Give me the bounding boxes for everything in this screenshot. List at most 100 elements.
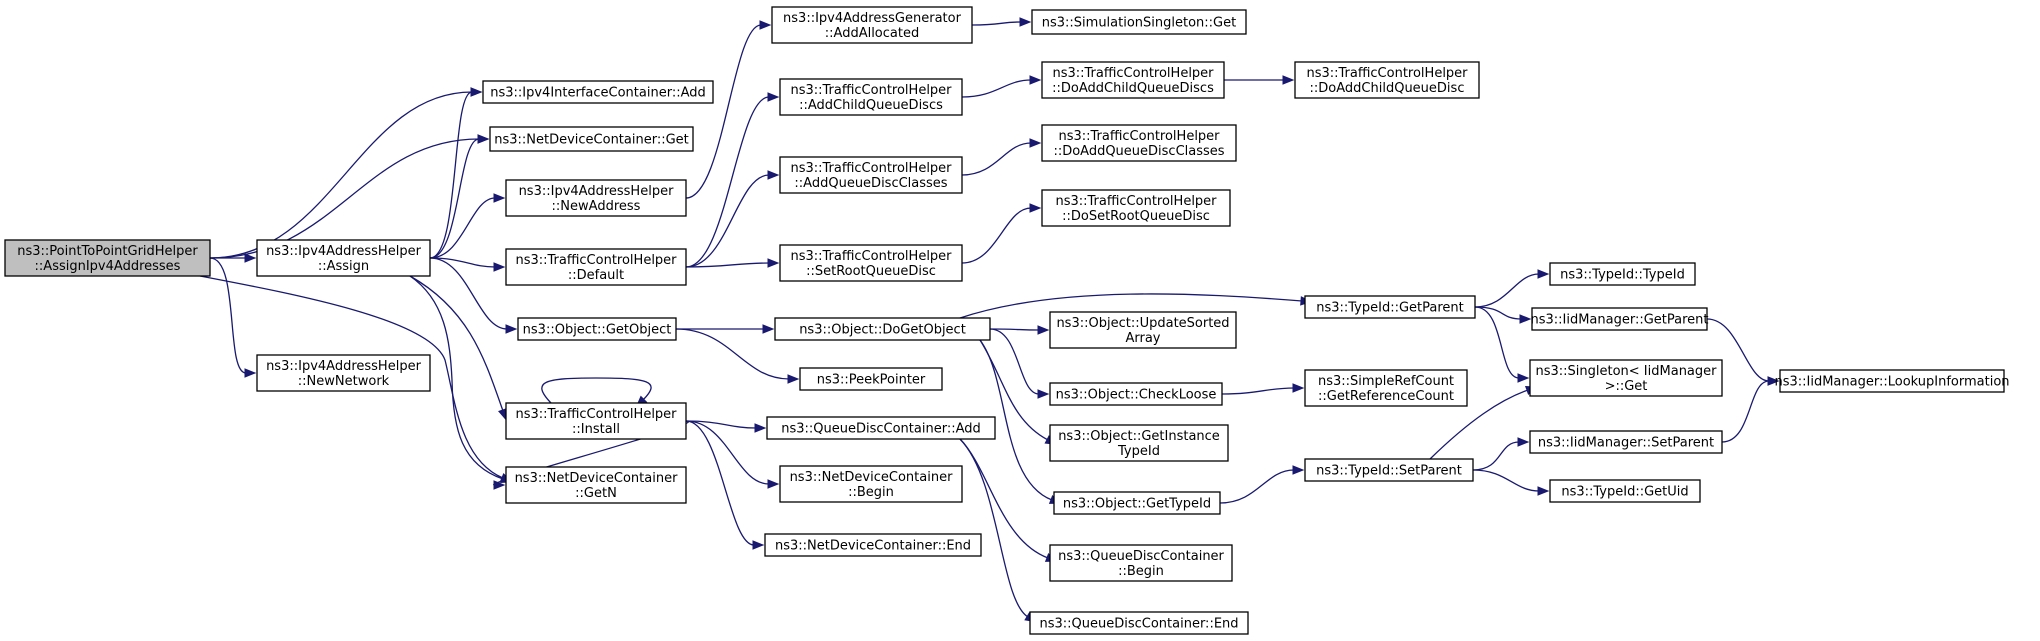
- node-qdc-add[interactable]: ns3::QueueDiscContainer::Add: [766, 416, 996, 440]
- node-label: ns3::TrafficControlHelper: [790, 249, 952, 264]
- node-label: TypeId: [1117, 444, 1160, 459]
- node-box: [517, 317, 677, 341]
- edge-root-to-ah-assign: [209, 253, 257, 263]
- edge-tch-install-to-qdc-add: [685, 420, 767, 433]
- edge-tch-setroot-to-tch-dosetroot: [961, 203, 1042, 264]
- node-label: ns3::PeekPointer: [817, 373, 926, 388]
- node-label: ns3::IidManager::LookupInformation: [1774, 375, 2009, 390]
- node-label: ns3::QueueDiscContainer::Add: [781, 422, 981, 437]
- node-label: ns3::Ipv4AddressGenerator: [783, 11, 962, 26]
- node-ndc-end[interactable]: ns3::NetDeviceContainer::End: [764, 533, 982, 557]
- node-qdc-begin[interactable]: ns3::QueueDiscContainer::Begin: [1049, 544, 1233, 582]
- node-tch-addchildqd[interactable]: ns3::TrafficControlHelper::AddChildQueue…: [779, 78, 963, 116]
- node-box: [764, 533, 982, 557]
- node-tid-getuid[interactable]: ns3::TypeId::GetUid: [1549, 479, 1701, 503]
- node-obj-dogetobject[interactable]: ns3::Object::DoGetObject: [774, 317, 991, 341]
- node-iid-lookup[interactable]: ns3::IidManager::LookupInformation: [1774, 369, 2010, 393]
- node-tch-doaddchildqds[interactable]: ns3::TrafficControlHelper::DoAddChildQue…: [1041, 61, 1225, 99]
- edge-tch-doaddchildqds-to-tch-doaddchildqd: [1224, 75, 1295, 85]
- node-box: [1041, 61, 1225, 99]
- node-ndc-getn[interactable]: ns3::NetDeviceContainer::GetN: [505, 466, 687, 504]
- node-ah-newaddress[interactable]: ns3::Ipv4AddressHelper::NewAddress: [505, 179, 687, 217]
- node-box: [256, 354, 431, 392]
- node-qdc-end[interactable]: ns3::QueueDiscContainer::End: [1029, 611, 1249, 635]
- nodes: ns3::PointToPointGridHelper::AssignIpv4A…: [4, 6, 2010, 635]
- node-label: ns3::Ipv4AddressHelper: [266, 359, 422, 374]
- node-src-getrefcount[interactable]: ns3::SimpleRefCount::GetReferenceCount: [1304, 369, 1468, 407]
- node-box: [505, 248, 687, 286]
- node-label: ns3::Object::GetObject: [523, 323, 672, 338]
- node-peekpointer[interactable]: ns3::PeekPointer: [799, 367, 943, 391]
- node-box: [1294, 61, 1480, 99]
- node-iid-setparent[interactable]: ns3::IidManager::SetParent: [1529, 430, 1723, 454]
- edge-ag-addallocated-to-ss-get: [971, 17, 1032, 27]
- node-obj-getobject[interactable]: ns3::Object::GetObject: [517, 317, 677, 341]
- node-ss-get[interactable]: ns3::SimulationSingleton::Get: [1031, 9, 1247, 35]
- node-box: [482, 80, 714, 104]
- node-label: ns3::SimulationSingleton::Get: [1042, 16, 1236, 31]
- node-ah-assign[interactable]: ns3::Ipv4AddressHelper::Assign: [256, 239, 431, 277]
- node-label: ns3::TrafficControlHelper: [790, 161, 952, 176]
- node-tch-doaddqdclasses[interactable]: ns3::TrafficControlHelper::DoAddQueueDis…: [1041, 124, 1237, 162]
- node-tch-dosetroot[interactable]: ns3::TrafficControlHelper::DoSetRootQueu…: [1041, 189, 1231, 227]
- node-box: [1304, 369, 1468, 407]
- node-ndc-get[interactable]: ns3::NetDeviceContainer::Get: [489, 126, 694, 152]
- node-box: [1041, 189, 1231, 227]
- edge-ah-assign-to-ndc-get: [429, 134, 490, 259]
- node-box: [1549, 262, 1696, 286]
- node-box: [1041, 124, 1237, 162]
- edge-tid-getparent-to-singleton-get: [1474, 306, 1530, 383]
- edge-tch-default-to-tch-addchildqd: [685, 92, 780, 268]
- node-box: [1031, 9, 1247, 35]
- node-tch-install[interactable]: ns3::TrafficControlHelper::Install: [505, 402, 687, 440]
- node-tid-typeid[interactable]: ns3::TypeId::TypeId: [1549, 262, 1696, 286]
- node-tid-setparent[interactable]: ns3::TypeId::SetParent: [1304, 458, 1474, 482]
- edge-obj-dogetobject-to-obj-updatesorted: [989, 325, 1050, 335]
- node-label: ns3::NetDeviceContainer::End: [775, 539, 971, 554]
- node-box: [779, 244, 963, 282]
- node-tid-getparent[interactable]: ns3::TypeId::GetParent: [1304, 295, 1476, 319]
- edge-qdc-add-to-qdc-end: [959, 438, 1037, 623]
- node-label: ::AssignIpv4Addresses: [35, 259, 181, 274]
- node-tch-addqdclasses[interactable]: ns3::TrafficControlHelper::AddQueueDiscC…: [779, 156, 963, 194]
- edge-tid-getparent-to-tid-typeid: [1474, 269, 1550, 308]
- node-box: [1049, 424, 1229, 462]
- node-box: [1529, 359, 1723, 397]
- node-label: ns3::TrafficControlHelper: [1052, 66, 1214, 81]
- node-root[interactable]: ns3::PointToPointGridHelper::AssignIpv4A…: [4, 239, 211, 277]
- node-label: ::DoAddChildQueueDisc: [1310, 81, 1465, 96]
- node-label: ::SetRootQueueDisc: [806, 264, 936, 279]
- node-label: ::NewAddress: [552, 199, 641, 214]
- edge-ah-assign-to-ah-newaddress: [429, 193, 506, 259]
- node-label: ::DoAddQueueDiscClasses: [1053, 144, 1224, 159]
- node-label: ns3::TrafficControlHelper: [1058, 129, 1220, 144]
- node-box: [774, 317, 991, 341]
- node-tch-doaddchildqd[interactable]: ns3::TrafficControlHelper::DoAddChildQue…: [1294, 61, 1480, 99]
- node-iid-getparent[interactable]: ns3::IidManager::GetParent: [1530, 307, 1709, 331]
- node-label: ns3::IidManager::GetParent: [1530, 313, 1708, 328]
- node-iic-add[interactable]: ns3::Ipv4InterfaceContainer::Add: [482, 80, 714, 104]
- node-tch-default[interactable]: ns3::TrafficControlHelper::Default: [505, 248, 687, 286]
- node-label: ns3::TrafficControlHelper: [515, 407, 677, 422]
- node-label: ::AddQueueDiscClasses: [794, 176, 947, 191]
- edge-root-to-ah-newnetwork: [209, 257, 257, 378]
- node-singleton-get[interactable]: ns3::Singleton< IidManager >::Get: [1529, 359, 1723, 397]
- node-obj-checkloose[interactable]: ns3::Object::CheckLoose: [1049, 382, 1223, 406]
- node-ndc-begin[interactable]: ns3::NetDeviceContainer::Begin: [779, 465, 963, 503]
- node-tch-setroot[interactable]: ns3::TrafficControlHelper::SetRootQueueD…: [779, 244, 963, 282]
- node-ag-addallocated[interactable]: ns3::Ipv4AddressGenerator::AddAllocated: [771, 6, 973, 44]
- node-label: ns3::TrafficControlHelper: [1055, 194, 1217, 209]
- node-obj-gettypeid[interactable]: ns3::Object::GetTypeId: [1053, 491, 1221, 515]
- edge-obj-checkloose-to-src-getrefcount: [1221, 383, 1305, 395]
- edge-iid-setparent-to-iid-lookup: [1721, 376, 1780, 443]
- node-ah-newnetwork[interactable]: ns3::Ipv4AddressHelper::NewNetwork: [256, 354, 431, 392]
- node-label: ns3::Ipv4AddressHelper: [519, 184, 675, 199]
- node-label: ns3::SimpleRefCount: [1318, 374, 1454, 389]
- node-label: ns3::QueueDiscContainer: [1058, 549, 1224, 564]
- node-label: ns3::IidManager::SetParent: [1538, 436, 1714, 451]
- node-label: ::Assign: [318, 259, 369, 274]
- node-label: ::Install: [572, 422, 620, 437]
